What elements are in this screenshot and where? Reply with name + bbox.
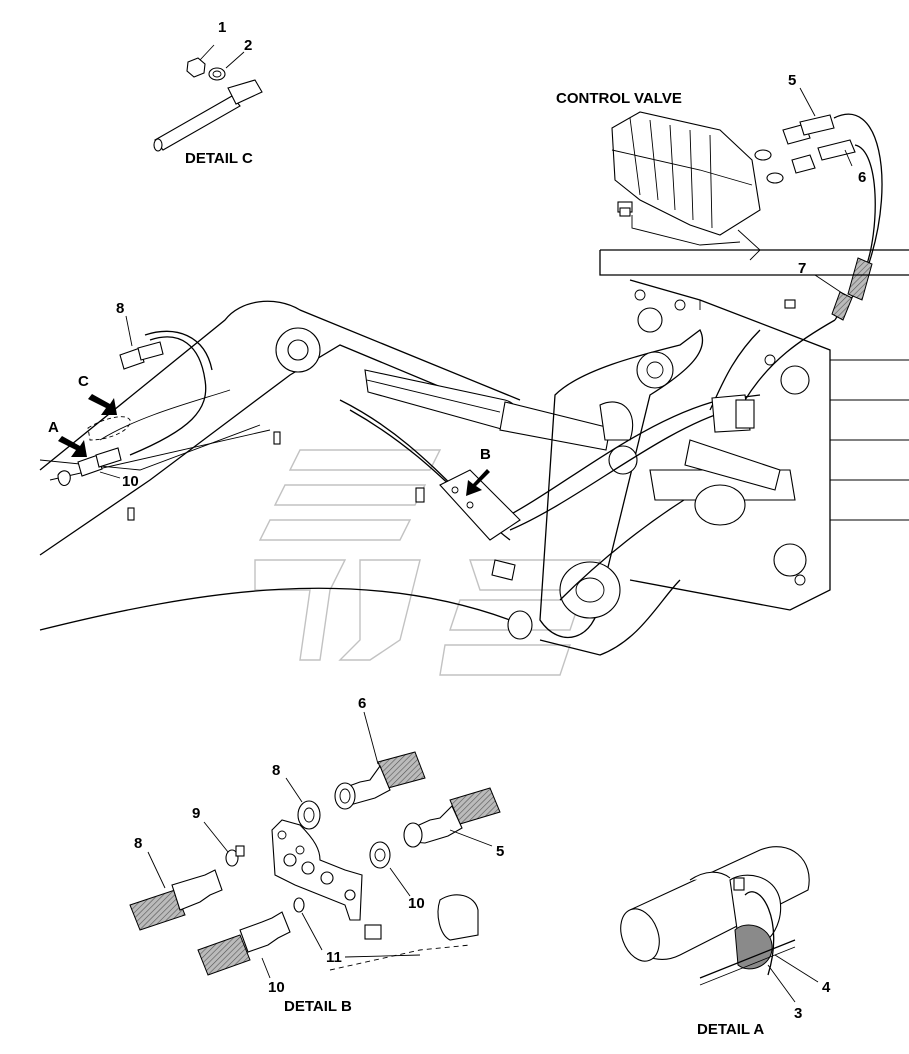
view-label-c: C — [78, 373, 89, 390]
arrow-b — [466, 469, 490, 496]
control-valve-group: CONTROL VALVE 5 6 7 — [556, 72, 883, 321]
callout-9: 9 — [192, 805, 200, 822]
callout-8-detail-b-left: 8 — [134, 835, 142, 852]
arrow-a — [58, 436, 87, 457]
boom-assembly: 8 10 C A B — [39, 207, 909, 656]
view-label-a: A — [48, 419, 59, 436]
detail-c-title: DETAIL C — [185, 150, 253, 167]
detail-a-title: DETAIL A — [697, 1021, 764, 1038]
callout-3: 3 — [794, 1005, 802, 1022]
detail-a-group: 3 4 DETAIL A — [620, 846, 831, 1038]
callout-8-top: 8 — [116, 300, 124, 317]
callout-10-detail-b-bottom: 10 — [268, 979, 285, 996]
callout-2: 2 — [244, 37, 252, 54]
detail-b-group: 6 8 9 8 5 10 10 11 — [129, 695, 504, 1015]
callout-8-detail-b-top: 8 — [272, 762, 280, 779]
detail-c-group: 1 2 DETAIL C — [153, 19, 263, 167]
callout-11: 11 — [326, 949, 342, 966]
detail-b-title: DETAIL B — [284, 998, 352, 1015]
callout-5-detail-b: 5 — [496, 843, 504, 860]
callout-1: 1 — [218, 19, 226, 36]
callout-7: 7 — [798, 260, 806, 277]
watermark-logo — [254, 449, 601, 676]
view-label-b: B — [480, 446, 491, 463]
detail-c-plug — [186, 57, 206, 78]
detail-b-bracket — [271, 819, 363, 921]
arrow-c — [88, 394, 117, 415]
callout-4: 4 — [822, 979, 831, 996]
control-valve-body — [611, 111, 761, 236]
detail-c-pipe — [154, 95, 241, 151]
callout-6-detail-b: 6 — [358, 695, 366, 712]
callout-10-detail-b-right: 10 — [408, 895, 425, 912]
callout-6-top: 6 — [858, 169, 866, 186]
control-valve-title: CONTROL VALVE — [556, 90, 682, 107]
callout-10-top: 10 — [122, 473, 139, 490]
callout-5-top: 5 — [788, 72, 796, 89]
